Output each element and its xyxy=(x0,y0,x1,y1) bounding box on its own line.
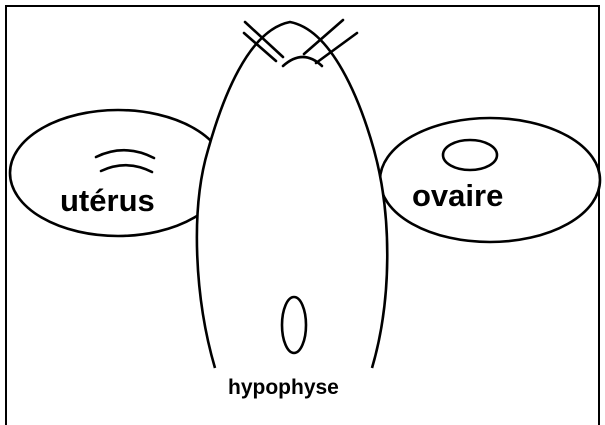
ovary-follicle xyxy=(443,140,497,170)
label-pituitary: hypophyse xyxy=(228,376,339,399)
body-inner-oval xyxy=(282,297,306,353)
label-ovary: ovaire xyxy=(412,178,503,213)
label-uterus: utérus xyxy=(60,183,155,218)
